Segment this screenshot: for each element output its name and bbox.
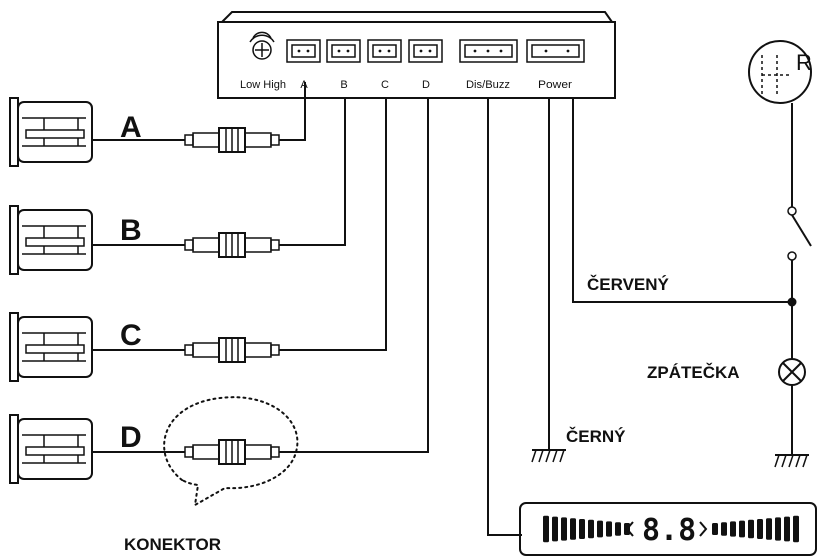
display-bar (543, 515, 549, 543)
sensor-label-c: C (120, 319, 142, 352)
display-wire (487, 98, 522, 536)
cable-c (92, 98, 387, 363)
display-bar (712, 523, 718, 535)
sensor-b (9, 205, 93, 275)
sensor-a (9, 97, 93, 167)
sensor-label-b: B (120, 214, 142, 247)
display-bar (588, 519, 594, 539)
port-power (526, 39, 585, 63)
connector-callout (163, 396, 299, 507)
port-label-d: D (422, 79, 430, 91)
display-bar (552, 516, 558, 542)
display-bars-left (543, 515, 630, 543)
display-bar (597, 520, 603, 538)
red-wire-label: ČERVENÝ (587, 275, 670, 294)
sensor-label-d: D (120, 421, 142, 454)
sensor-c (9, 312, 93, 382)
junction-dot (787, 297, 797, 307)
display-bar (579, 519, 585, 539)
display-bar (606, 521, 612, 537)
switch-icon (787, 206, 812, 261)
sensitivity-dial-icon (249, 31, 275, 60)
gear-shift-icon: R (748, 40, 812, 104)
display-bar (615, 522, 621, 536)
port-label-low-high: Low High (240, 79, 286, 91)
display-bar (721, 522, 727, 536)
port-d (408, 39, 443, 63)
sensor-label-a: A (120, 111, 142, 144)
connector-label: KONEKTOR (124, 535, 221, 554)
lamp-icon (778, 358, 806, 386)
port-dis-buzz (459, 39, 518, 63)
sensor-d (9, 414, 93, 484)
ground-icon (774, 454, 809, 468)
ground-icon (531, 449, 566, 463)
port-c (367, 39, 402, 63)
reverse-light-label: ZPÁTEČKA (647, 363, 740, 382)
cable-b (92, 98, 346, 258)
port-label-power: Power (538, 79, 572, 91)
cable-a (92, 82, 306, 153)
display-bar (775, 517, 781, 541)
port-label-b: B (340, 79, 347, 91)
port-b (326, 39, 361, 63)
parking-display: 8.8 (519, 502, 817, 556)
red-wire (572, 98, 792, 303)
display-bars-right (712, 515, 799, 543)
black-wire-label: ČERNÝ (566, 427, 626, 446)
cable-d (92, 98, 429, 465)
gear-label: R (796, 50, 812, 75)
display-bar (570, 518, 576, 540)
display-bar (757, 519, 763, 539)
display-bar (739, 520, 745, 538)
port-label-c: C (381, 79, 389, 91)
display-bar (784, 516, 790, 542)
display-bar (766, 518, 772, 540)
port-label-dis-buzz: Dis/Buzz (466, 79, 510, 91)
display-digits: 8.8 (642, 513, 696, 548)
display-bar (748, 519, 754, 539)
display-bar (561, 517, 567, 541)
display-bar (730, 521, 736, 537)
display-bar (793, 515, 799, 543)
port-a (286, 39, 321, 63)
control-unit: Low High A B C D Dis/Buzz Power (217, 11, 616, 99)
